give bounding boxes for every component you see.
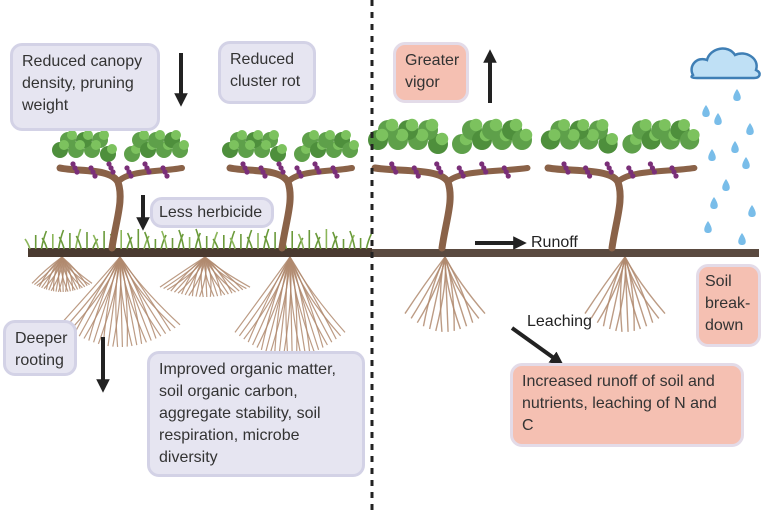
rain-drop-icon (742, 157, 750, 169)
soil-strip-left (28, 248, 372, 257)
rain-drop-icon (748, 205, 756, 217)
grass-blade (143, 235, 150, 250)
rain-drop-icon (708, 149, 716, 161)
grass-blade (314, 236, 321, 250)
leaching-label: Leaching (527, 313, 592, 330)
grass-blade (349, 230, 356, 250)
rain-drop-icon (710, 197, 718, 209)
grass-blade (161, 230, 168, 250)
rain-drop-icon (731, 141, 739, 153)
grass-blade (92, 234, 100, 250)
rain-drop-icon (704, 221, 712, 233)
rain-drop-icon (722, 179, 730, 191)
soil-strip (28, 248, 759, 257)
grass-blade (246, 236, 254, 250)
root-system-grass-edge (31, 256, 93, 293)
grass-blade (332, 231, 339, 250)
cloud-icon (690, 47, 761, 80)
grass-blade (126, 232, 134, 250)
vine-left-1 (52, 130, 189, 252)
grass-blade (194, 232, 202, 250)
leaching-arrow (510, 326, 564, 365)
grass-blade (160, 234, 167, 250)
soil-improvement-box: Improved organic matter, soil organic ca… (147, 351, 365, 477)
greater-vigor-box: Greater vigor (393, 42, 469, 103)
soil-breakdown-box: Soil break-down (696, 264, 761, 347)
grass-blade (331, 235, 338, 250)
grass-blade (75, 235, 83, 250)
grass-blade (365, 233, 373, 250)
deeper-rooting-label: Deeper rooting (15, 330, 68, 369)
grass-blade (58, 236, 65, 250)
rain-drop-icon (733, 89, 741, 101)
runoff-label: Runoff (531, 234, 578, 251)
vine-right-2 (540, 119, 700, 252)
grapevines (52, 118, 700, 252)
cover-crop-grass (24, 228, 373, 250)
grass-blade (297, 237, 304, 250)
roots (31, 256, 666, 357)
rain-drop-icon (702, 105, 710, 117)
grass-blade (126, 236, 133, 250)
root-system-left-1 (59, 256, 181, 348)
rain-drop-icon (738, 233, 746, 245)
grass-blade (263, 235, 271, 250)
soil-breakdown-label: Soil break-down (705, 273, 751, 334)
cluster-rot-label: Reduced cluster rot (230, 51, 301, 90)
grass-blade (178, 229, 185, 250)
rain-drop-icon (714, 113, 722, 125)
soil-improvement-label: Improved organic matter, soil organic ca… (159, 361, 336, 466)
root-system-right-2 (584, 256, 666, 332)
canopy-density-label: Reduced canopy density, pruning weight (22, 53, 143, 114)
deeper-rooting-box: Deeper rooting (3, 320, 77, 376)
nutrient-runoff-label: Increased runoff of soil and nutrients, … (522, 373, 717, 434)
grass-blade (91, 238, 99, 250)
vine-left-2 (222, 130, 359, 252)
grass-blade (195, 228, 202, 250)
herbicide-label: Less herbicide (159, 204, 263, 221)
cluster-rot-box: Reduced cluster rot (218, 41, 316, 104)
grass-blade (211, 231, 219, 250)
grass-blade (41, 237, 48, 250)
grass-blade (177, 233, 184, 250)
grass-blade (297, 233, 305, 250)
grass-blade (212, 238, 219, 250)
root-system-right-1 (404, 256, 486, 332)
grass-blade (348, 234, 355, 250)
grass-blade (314, 232, 322, 250)
canopy-density-box: Reduced canopy density, pruning weight (10, 43, 160, 131)
soil-strip-right (372, 249, 759, 257)
grass-blade (229, 237, 236, 250)
arrows (96, 49, 564, 393)
herbicide-box: Less herbicide (150, 197, 274, 228)
grass-blade (143, 231, 151, 250)
rain-cloud (690, 47, 761, 245)
root-system-grass (159, 256, 251, 298)
nutrient-runoff-box: Increased runoff of soil and nutrients, … (510, 363, 744, 447)
greater-vigor-label: Greater vigor (405, 52, 460, 91)
vine-right-1 (368, 118, 533, 252)
grass-blade (24, 238, 31, 250)
rain-drop-icon (746, 123, 754, 135)
root-system-left-2 (234, 256, 346, 357)
